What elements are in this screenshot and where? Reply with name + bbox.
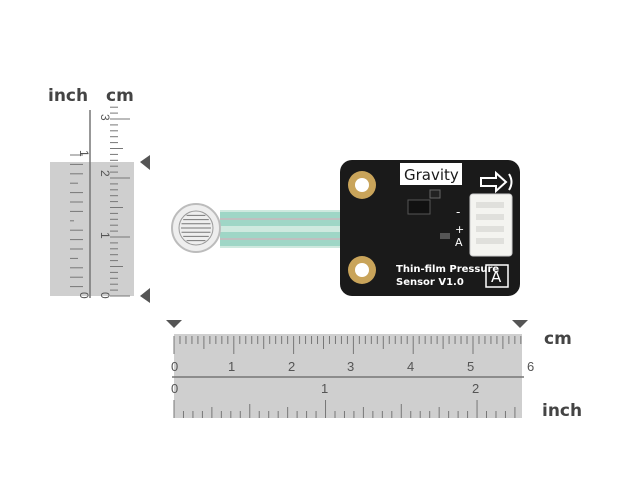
type-mark-label: A	[491, 268, 502, 286]
v-cm-label-1: 1	[98, 232, 112, 239]
v-cm-label-2: 2	[98, 170, 112, 177]
connector-pin-3	[476, 226, 504, 232]
h-inch-label-1: 1	[321, 381, 328, 396]
h-right-marker-icon	[512, 320, 528, 328]
h-cm-label-2: 2	[288, 359, 295, 374]
vertical-ruler-shade	[50, 162, 134, 296]
h-cm-label-5: 5	[467, 359, 474, 374]
horizontal-ruler-shade	[174, 334, 522, 418]
arrow-icon	[480, 170, 508, 194]
v-inch-label-1: 1	[77, 150, 91, 157]
mounting-hole-bottom-inner	[355, 263, 369, 277]
h-cm-label-6: 6	[527, 359, 534, 374]
ic-chip	[429, 189, 441, 199]
h-inch-label-2: 2	[472, 381, 479, 396]
component-resistor	[440, 233, 450, 239]
v-unit-cm: cm	[106, 86, 134, 106]
v-inch-label-0: 0	[77, 292, 91, 299]
v-cm-label-3: 3	[98, 114, 112, 121]
pin-plus-label: +	[455, 223, 464, 236]
horizontal-ruler-ticks	[173, 336, 522, 418]
h-unit-cm: cm	[544, 329, 572, 349]
board-title-line2: Sensor V1.0	[396, 277, 464, 288]
v-unit-inch: inch	[48, 86, 89, 106]
signal-wave-icon	[508, 173, 513, 191]
h-cm-label-0: 0	[171, 359, 178, 374]
h-left-marker-icon	[166, 320, 182, 328]
sensor-pad-electrodes	[181, 214, 211, 242]
connector-pin-4	[476, 238, 504, 244]
pin-signal-label: A	[455, 236, 463, 249]
mounting-hole-top-inner	[355, 178, 369, 192]
component-transistor	[407, 199, 431, 215]
connector-pin-2	[476, 214, 504, 220]
vertical-ruler: 1 0 3 2 1 0	[50, 106, 150, 303]
v-cm-label-0: 0	[98, 292, 112, 299]
brand-label: Gravity	[404, 166, 459, 184]
h-cm-label-4: 4	[407, 359, 414, 374]
type-mark-box	[485, 264, 509, 288]
brand-badge	[400, 163, 462, 185]
pin-minus-label: -	[456, 205, 460, 219]
h-inch-label-0: 0	[171, 381, 178, 396]
v-bottom-marker-icon	[140, 288, 150, 303]
connector-pin-1	[476, 202, 504, 208]
h-unit-inch: inch	[542, 401, 583, 421]
board-title-line1: Thin-film Pressure	[396, 264, 499, 275]
sensor-board: Gravity - + A Thin-film Pressure Sensor …	[340, 160, 520, 296]
h-cm-label-3: 3	[347, 359, 354, 374]
vertical-ruler-ticks	[70, 106, 130, 297]
h-cm-label-1: 1	[228, 359, 235, 374]
sensor-pad-ring	[178, 210, 214, 246]
v-top-marker-icon	[140, 155, 150, 170]
horizontal-ruler: 0 1 2 3 4 5 6 0 1 2	[166, 320, 534, 418]
